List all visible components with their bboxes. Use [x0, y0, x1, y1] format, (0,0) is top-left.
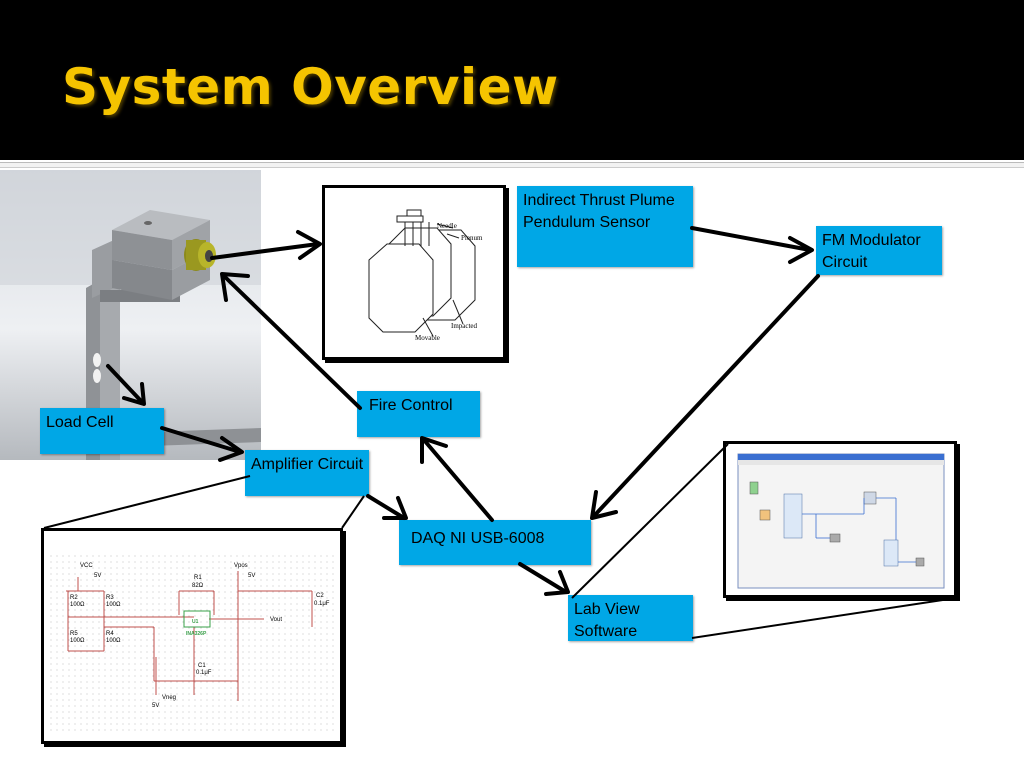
- label-plenum: Plenum: [461, 234, 483, 242]
- label-vpos-val: 5V: [248, 573, 255, 579]
- title-divider: [0, 162, 1024, 168]
- pendulum-sketch-frame: Needle Plenum Impacted Movable: [322, 185, 506, 360]
- fm-modulator-circuit-box: FM Modulator Circuit: [816, 226, 942, 275]
- label-r3-val: 100Ω: [106, 602, 121, 608]
- label-r2: R2: [70, 595, 78, 601]
- label-r1: R1: [194, 575, 202, 581]
- load-cell-box: Load Cell: [40, 408, 164, 454]
- label-r5-val: 100Ω: [70, 638, 85, 644]
- plume-pendulum-sensor-box: Indirect Thrust Plume Pendulum Sensor: [517, 186, 693, 267]
- label-vneg-val: 5V: [152, 703, 159, 709]
- label-c2-val: 0.1μF: [314, 601, 330, 607]
- slide-title: System Overview: [62, 58, 559, 116]
- label-vpos: Vpos: [234, 563, 248, 569]
- label-r1-val: 82Ω: [192, 583, 204, 589]
- labview-software-box: Lab View Software: [568, 595, 693, 641]
- label-needle: Needle: [437, 222, 457, 230]
- labview-screenshot: [737, 453, 945, 589]
- label-r4-val: 100Ω: [106, 638, 121, 644]
- amplifier-schematic: VCC 5V Vpos 5V R1 82Ω R2 100Ω R3 100Ω R5…: [50, 551, 335, 731]
- label-r2-val: 100Ω: [70, 602, 85, 608]
- title-bar: [0, 0, 1024, 160]
- label-r4: R4: [106, 631, 114, 637]
- label-impacted: Impacted: [451, 322, 478, 330]
- label-r5: R5: [70, 631, 78, 637]
- label-vcc-val: 5V: [94, 573, 101, 579]
- pendulum-sketch: Needle Plenum Impacted Movable: [368, 209, 483, 342]
- label-c2: C2: [316, 593, 324, 599]
- label-movable: Movable: [415, 334, 440, 342]
- amplifier-schematic-frame: VCC 5V Vpos 5V R1 82Ω R2 100Ω R3 100Ω R5…: [41, 528, 343, 744]
- label-vout: Vout: [270, 617, 282, 623]
- label-vneg: Vneg: [162, 695, 176, 701]
- label-u1: U1: [192, 619, 199, 625]
- fire-control-box: Fire Control: [357, 391, 480, 437]
- label-u1-part: INA326P: [186, 631, 207, 637]
- label-c1: C1: [198, 663, 206, 669]
- amplifier-circuit-box: Amplifier Circuit: [245, 450, 369, 496]
- daq-box: DAQ NI USB-6008: [399, 520, 591, 565]
- label-vcc: VCC: [80, 563, 93, 569]
- labview-screenshot-frame: [723, 441, 957, 598]
- label-r3: R3: [106, 595, 114, 601]
- label-c1-val: 0.1μF: [196, 670, 212, 676]
